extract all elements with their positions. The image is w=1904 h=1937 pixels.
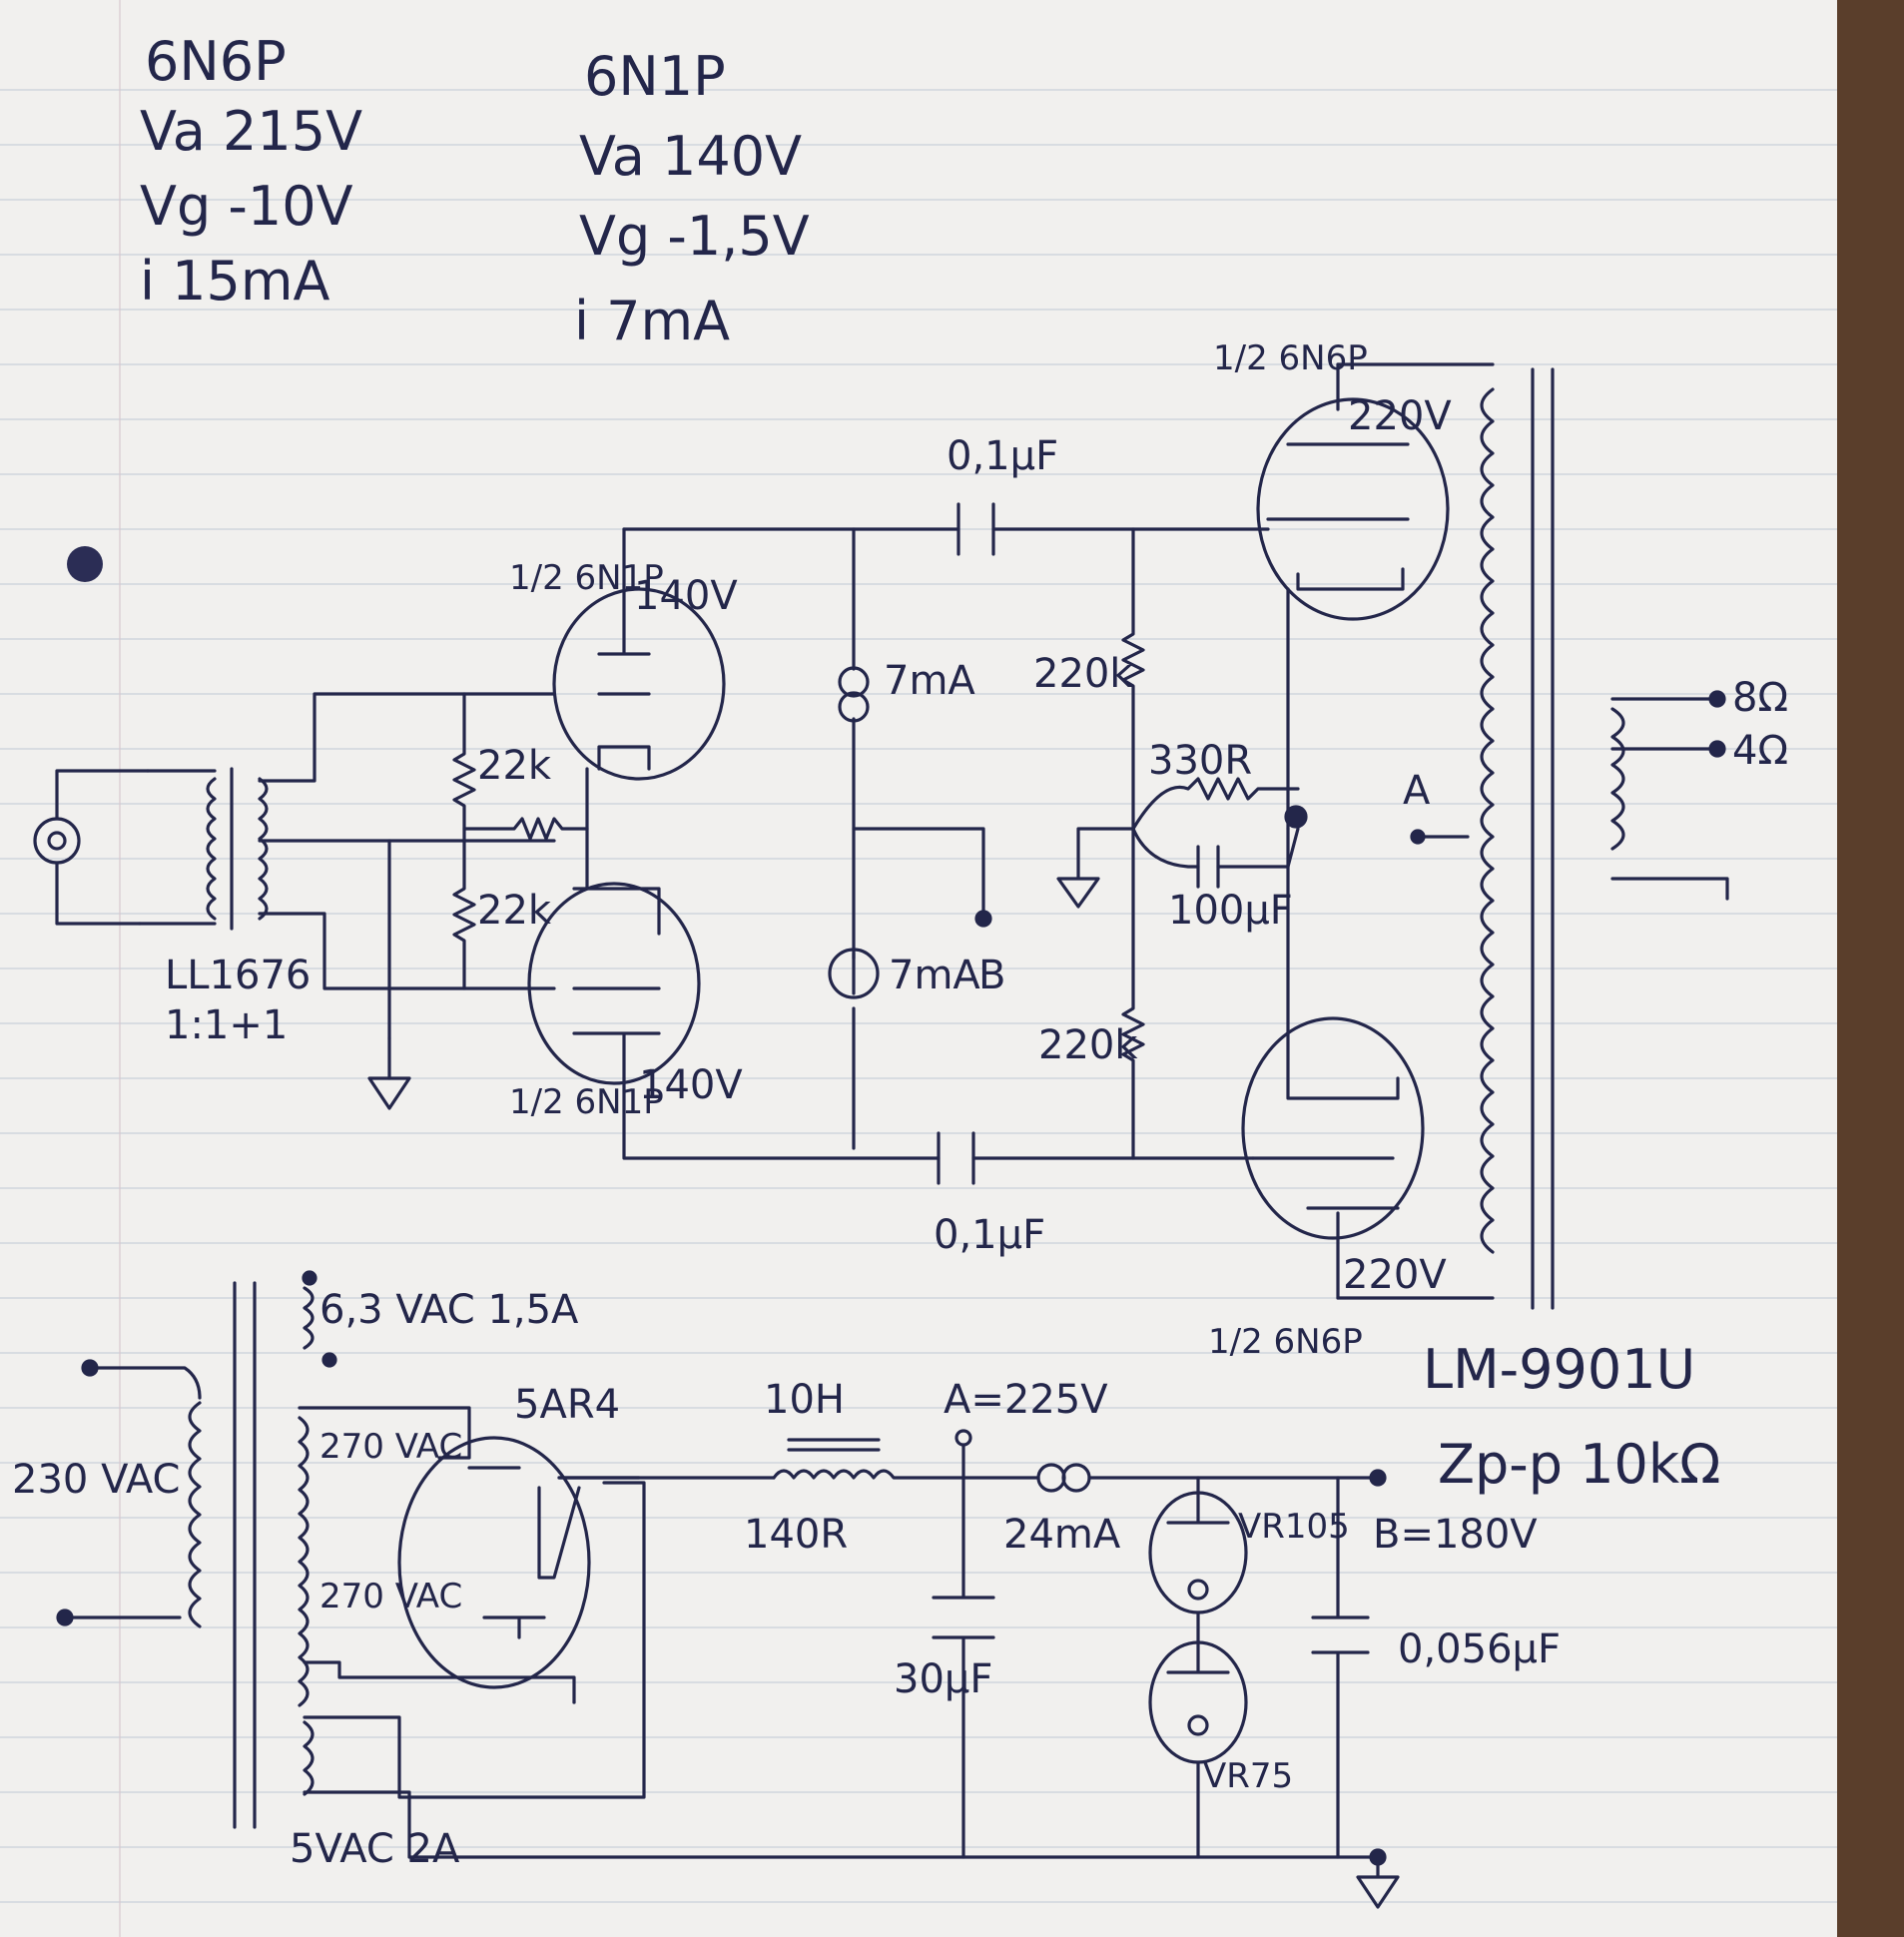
label-hv2: 270 VAC [319, 1577, 462, 1616]
tube-notes-6n6p: 6N6P Va 215V Vg -10V i 15mA [140, 30, 362, 313]
label-tube-6n1p-top: 1/2 6N1P [509, 558, 664, 598]
amplifier-wiring [33, 362, 1729, 1310]
note-6n6p-title: 6N6P [145, 30, 287, 93]
label-input-ratio: 1:1+1 [165, 1002, 288, 1048]
label-r220k-top: 220k [1033, 651, 1133, 697]
label-node-a-voltage: A=225V [944, 1377, 1108, 1423]
label-v140-top: 140V [634, 573, 738, 619]
label-input-xfmr: LL1676 [165, 953, 311, 998]
label-r220k-bot: 220k [1038, 1022, 1138, 1068]
label-ccs-24: 24mA [1003, 1512, 1121, 1558]
label-tube-6n6p-top: 1/2 6N6P [1213, 338, 1368, 378]
label-vr75: VR75 [1203, 1756, 1293, 1796]
amplifier-labels: LL1676 1:1+1 22k 22k 1/2 6N1P 140V 1/2 6… [165, 338, 1788, 1496]
label-ccs-bot: 7mA [889, 953, 980, 998]
label-choke: 10H [764, 1377, 845, 1423]
label-node-b-voltage: B=180V [1373, 1512, 1538, 1558]
label-r22k-a: 22k [477, 743, 552, 789]
label-out-8: 8Ω [1732, 675, 1788, 721]
label-cap-100: 100µF [1168, 888, 1293, 934]
label-heater: 6,3 VAC 1,5A [319, 1287, 579, 1333]
label-cap-056: 0,056µF [1398, 1626, 1561, 1672]
psu-wiring [56, 1270, 1400, 1909]
label-cap-30: 30µF [894, 1656, 992, 1702]
label-out-4: 4Ω [1732, 728, 1788, 774]
label-v140-bot: 140V [639, 1062, 743, 1108]
label-mains: 230 VAC [12, 1457, 180, 1503]
label-vr105: VR105 [1238, 1507, 1350, 1547]
note-6n6p-i: i 15mA [140, 250, 329, 313]
ink-scribble-mark [67, 546, 103, 582]
label-tube-6n1p-bot: 1/2 6N1P [509, 1082, 664, 1122]
label-ccs-top: 7mA [884, 658, 975, 704]
label-cap-bot: 0,1µF [934, 1212, 1045, 1258]
label-node-b: B [978, 953, 1005, 998]
label-tube-6n6p-bot: 1/2 6N6P [1208, 1322, 1363, 1362]
label-r22k-b: 22k [477, 888, 552, 934]
note-6n1p-title: 6N1P [584, 45, 726, 108]
label-node-a: A [1403, 768, 1431, 814]
page-ruling [0, 0, 1837, 1937]
label-v220-bot: 220V [1343, 1252, 1447, 1298]
note-6n6p-vg: Vg -10V [140, 175, 353, 238]
label-cap-top: 0,1µF [947, 433, 1058, 479]
psu-labels: 230 VAC 6,3 VAC 1,5A 270 VAC 270 VAC 5VA… [12, 1287, 1561, 1872]
note-6n6p-va: Va 215V [140, 100, 362, 163]
note-6n1p-i: i 7mA [574, 290, 730, 352]
label-filament: 5VAC 2A [290, 1826, 460, 1872]
tube-notes-6n1p: 6N1P Va 140V Vg -1,5V i 7mA [574, 45, 810, 352]
label-out-impedance: Zp-p 10kΩ [1438, 1433, 1720, 1496]
label-hv1: 270 VAC [319, 1427, 462, 1467]
label-choke-r: 140R [744, 1512, 848, 1558]
label-rectifier: 5AR4 [514, 1382, 620, 1428]
label-v220-top: 220V [1348, 393, 1452, 439]
label-r330: 330R [1148, 738, 1252, 784]
note-6n1p-va: Va 140V [579, 125, 802, 188]
note-6n1p-vg: Vg -1,5V [579, 205, 810, 268]
label-out-xfmr: LM-9901U [1423, 1338, 1695, 1401]
